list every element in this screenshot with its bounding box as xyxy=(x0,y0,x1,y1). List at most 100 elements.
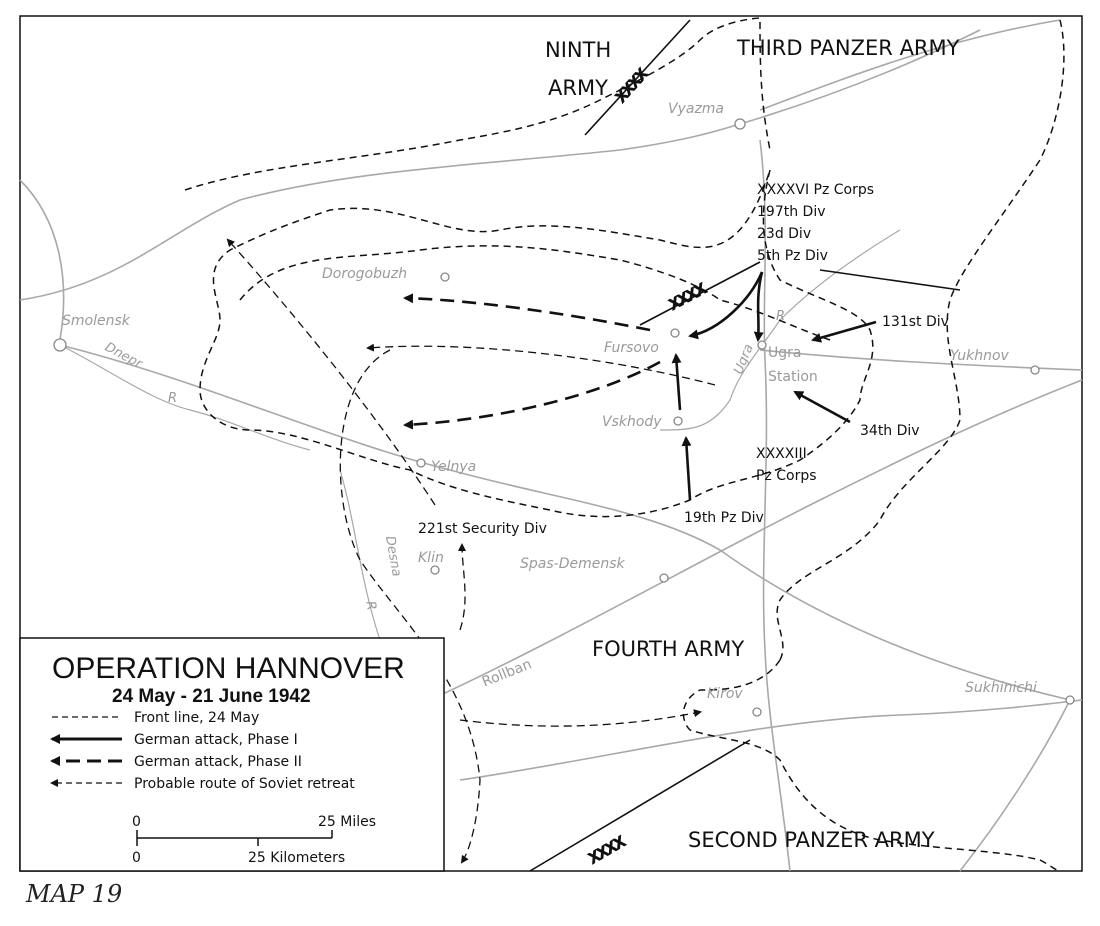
rollban-road xyxy=(429,379,1083,701)
attack-19pz-north xyxy=(681,436,692,501)
unit-xxxxiii-line2: Pz Corps xyxy=(756,468,817,484)
boundary-marker-ninth: XXXX xyxy=(613,66,651,106)
front-lines xyxy=(184,17,1065,872)
place-ugra-station-line2: Station xyxy=(768,369,818,385)
boundary-ninth-third xyxy=(584,19,691,136)
unit-19th-pz-div: 19th Pz Div xyxy=(684,510,764,526)
retreat-kirov xyxy=(459,709,702,727)
attack-5pz-to-fursovo xyxy=(688,271,764,340)
river-desna: Desna xyxy=(382,535,404,578)
place-yelnya: Yelnya xyxy=(431,459,476,475)
legend-item-front-line: Front line, 24 May xyxy=(134,710,259,726)
town-vyazma xyxy=(734,118,746,130)
army-boundaries: XXXX XXXX XXXX xyxy=(529,19,961,872)
army-fourth: FOURTH ARMY xyxy=(592,637,744,661)
boundary-marker-fourth: XXXX xyxy=(667,281,709,313)
place-ugra-station-line1: Ugra xyxy=(768,345,801,361)
place-kirov: Kirov xyxy=(707,686,743,702)
place-rollban: Rollban xyxy=(480,656,534,690)
legend-box xyxy=(19,637,445,872)
soviet-retreat xyxy=(226,238,716,864)
unit-23d-div: 23d Div xyxy=(757,226,811,242)
road-sukhinichi-south xyxy=(959,699,1071,872)
scale-miles-label: 25 Miles xyxy=(318,814,376,830)
river-ugra: Ugra xyxy=(731,342,757,376)
place-spas-demensk: Spas-Demensk xyxy=(520,556,626,572)
boundary-marker-second: XXXX xyxy=(587,834,629,867)
front-line-inner xyxy=(239,245,831,341)
place-dorogobuzh: Dorogobuzh xyxy=(322,266,407,282)
attack-fursovo-west xyxy=(403,293,651,332)
river-desna-r: R xyxy=(362,600,378,612)
boundary-fourth-second xyxy=(529,739,751,872)
unit-xxxxiii-line1: XXXXIII xyxy=(756,446,807,462)
attack-fursovo-southwest xyxy=(403,360,661,430)
boundary-fourth-third xyxy=(639,261,761,326)
railway-smolensk-vyazma xyxy=(19,123,741,301)
legend-item-phase-1: German attack, Phase I xyxy=(134,732,298,748)
unit-131st-div: 131st Div xyxy=(882,314,949,330)
river-dnepr-r: R xyxy=(168,391,177,406)
town-sukhinichi xyxy=(1065,695,1075,705)
unit-5th-pz-div: 5th Pz Div xyxy=(757,248,828,264)
town-fursovo xyxy=(670,328,680,338)
towns xyxy=(53,118,1075,717)
town-spas-demensk xyxy=(659,573,669,583)
unit-34th-div: 34th Div xyxy=(860,423,920,439)
unit-xxxxvi-pz-corps: XXXXVI Pz Corps xyxy=(757,182,874,198)
place-sukhinichi: Sukhinichi xyxy=(965,680,1037,696)
town-klin xyxy=(430,565,440,575)
place-yukhnov: Yukhnov xyxy=(950,348,1010,364)
railway-kirov-west xyxy=(459,699,1083,781)
unit-221st-security-div: 221st Security Div xyxy=(418,521,547,537)
retreat-klin-north xyxy=(458,543,467,631)
attack-phase-1 xyxy=(671,271,877,501)
legend-title: OPERATION HANNOVER xyxy=(52,652,405,685)
railway-smolensk-sukhinichi xyxy=(59,344,1071,701)
army-third-panzer: THIRD PANZER ARMY xyxy=(736,36,960,60)
army-ninth-line2: ARMY xyxy=(548,76,608,100)
scale-miles-zero: 0 xyxy=(132,814,141,830)
front-line-kirov xyxy=(682,659,1061,872)
town-smolensk xyxy=(53,338,67,352)
army-ninth-line1: NINTH xyxy=(545,38,611,62)
place-vskhody: Vskhody xyxy=(602,414,662,430)
town-dorogobuzh xyxy=(440,272,450,282)
legend-item-retreat: Probable route of Soviet retreat xyxy=(134,776,355,792)
retreat-west xyxy=(366,343,716,386)
legend-item-phase-2: German attack, Phase II xyxy=(134,754,302,770)
map-frame xyxy=(19,15,1083,872)
map-caption: MAP 19 xyxy=(26,880,123,908)
river-dnepr: Dnepr xyxy=(102,340,146,373)
place-vyazma: Vyazma xyxy=(668,101,724,117)
dnepr-river xyxy=(59,344,311,451)
road-vyazma-ne xyxy=(759,19,1061,111)
town-vskhody xyxy=(673,416,683,426)
scale-km-label: 25 Kilometers xyxy=(248,850,345,866)
place-fursovo: Fursovo xyxy=(604,340,659,356)
legend: OPERATION HANNOVER 24 May - 21 June 1942… xyxy=(19,637,445,872)
river-ugra-r: R xyxy=(776,309,785,324)
railway-vyazma-south xyxy=(759,139,791,872)
scale-km-zero: 0 xyxy=(132,850,141,866)
attack-phase-2 xyxy=(403,293,661,430)
attack-34-nw xyxy=(793,390,851,424)
attack-5pz-to-ugra xyxy=(753,271,764,342)
town-ugra-station xyxy=(757,340,767,350)
boundary-xxxxvi-east xyxy=(819,269,961,291)
unit-197th-div: 197th Div xyxy=(757,204,826,220)
place-klin: Klin xyxy=(418,550,444,566)
town-yelnya xyxy=(416,458,426,468)
place-smolensk: Smolensk xyxy=(62,313,131,329)
army-second-panzer: SECOND PANZER ARMY xyxy=(688,828,935,852)
front-line-east xyxy=(776,19,1065,661)
front-line-north xyxy=(184,17,771,191)
town-yukhnov xyxy=(1030,365,1040,375)
road-west-north xyxy=(19,179,65,341)
retreat-north-west xyxy=(226,238,436,506)
retreat-south-long xyxy=(339,349,481,864)
attack-131-west xyxy=(811,320,877,343)
attack-vskhody-north xyxy=(671,353,682,411)
town-kirov xyxy=(752,707,762,717)
